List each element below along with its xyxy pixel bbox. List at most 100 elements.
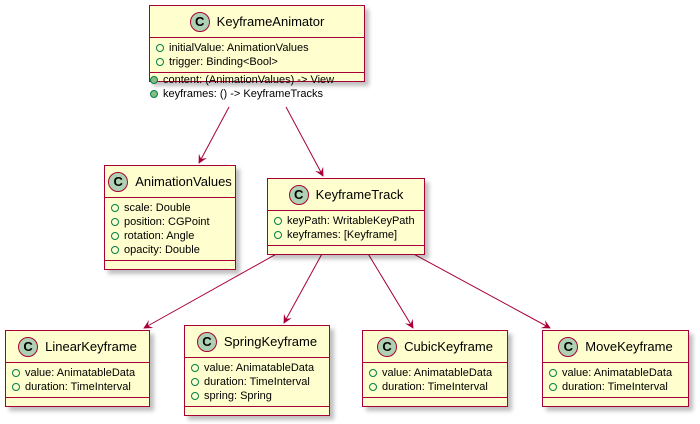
field-text: trigger: Binding<Bool>: [169, 56, 278, 68]
class-method: content: (AnimationValues) -> View: [150, 73, 364, 87]
class-field: value: AnimatableData: [369, 366, 501, 380]
class-name: MoveKeyframe: [585, 339, 673, 354]
class-header: C SpringKeyframe: [185, 326, 329, 358]
class-field: value: AnimatableData: [12, 366, 143, 380]
field-text: duration: TimeInterval: [562, 381, 668, 393]
field-text: opacity: Double: [124, 244, 200, 256]
methods-section: [363, 398, 507, 406]
class-method: keyframes: () -> KeyframeTracks: [150, 87, 364, 101]
methods-section: [543, 398, 688, 406]
class-header: C MoveKeyframe: [543, 331, 688, 363]
class-field: duration: TimeInterval: [549, 380, 682, 394]
methods-section: [268, 246, 424, 254]
field-text: position: CGPoint: [124, 216, 210, 228]
class-field: duration: TimeInterval: [369, 380, 501, 394]
class-field: duration: TimeInterval: [12, 380, 143, 394]
public-field-icon: [369, 383, 377, 391]
class-name: KeyframeTrack: [315, 187, 404, 202]
class-stereotype-icon: C: [189, 11, 210, 32]
class-stereotype-icon: C: [558, 336, 579, 357]
field-text: keyframes: [Keyframe]: [287, 229, 398, 241]
class-field: position: CGPoint: [111, 215, 229, 229]
class-field: keyPath: WritableKeyPath: [274, 214, 418, 228]
class-header: C CubicKeyframe: [363, 331, 507, 363]
public-field-icon: [156, 58, 164, 66]
field-text: duration: TimeInterval: [382, 381, 488, 393]
public-field-icon: [191, 392, 199, 400]
field-text: initialValue: AnimationValues: [169, 42, 309, 54]
class-keyframe-animator[interactable]: C KeyframeAnimator initialValue: Animation…: [149, 5, 365, 100]
class-name: KeyframeAnimator: [216, 14, 325, 29]
fields-section: keyPath: WritableKeyPath keyframes: [Keyf…: [268, 211, 424, 246]
class-field: rotation: Angle: [111, 229, 229, 243]
class-field: value: AnimatableData: [191, 361, 323, 375]
class-stereotype-icon: C: [196, 331, 217, 352]
fields-section: initialValue: AnimationValues trigger: Bi…: [150, 38, 364, 73]
class-header: C AnimationValues: [105, 166, 235, 198]
class-move-keyframe[interactable]: C MoveKeyframe value: AnimatableData durati…: [542, 330, 689, 407]
class-field: value: AnimatableData: [549, 366, 682, 380]
relation-arrow-keyframe-animator-to-keyframe-track: [285, 106, 324, 177]
class-name: SpringKeyframe: [223, 334, 318, 349]
relation-arrow-keyframe-animator-to-animation-values: [198, 106, 230, 164]
method-text: keyframes: () -> KeyframeTracks: [163, 88, 324, 100]
field-text: value: AnimatableData: [25, 367, 136, 379]
public-field-icon: [111, 218, 119, 226]
field-text: duration: TimeInterval: [204, 376, 310, 388]
public-field-icon: [549, 383, 557, 391]
class-stereotype-icon: C: [288, 184, 309, 205]
class-name: CubicKeyframe: [404, 339, 493, 354]
public-method-icon: [150, 90, 158, 98]
public-field-icon: [191, 364, 199, 372]
public-field-icon: [191, 378, 199, 386]
class-animation-values[interactable]: C AnimationValues scale: Double position: C…: [104, 165, 236, 270]
class-stereotype-icon: C: [377, 336, 398, 357]
class-field: trigger: Binding<Bool>: [156, 55, 358, 69]
public-field-icon: [111, 232, 119, 240]
relation-arrow-keyframe-track-to-linear-keyframe: [143, 251, 281, 329]
public-field-icon: [12, 369, 20, 377]
class-cubic-keyframe[interactable]: C CubicKeyframe value: AnimatableData durat…: [362, 330, 508, 407]
class-spring-keyframe[interactable]: C SpringKeyframe value: AnimatableData dura…: [184, 325, 330, 416]
relation-arrow-keyframe-track-to-spring-keyframe: [283, 251, 324, 324]
field-text: rotation: Angle: [124, 230, 195, 242]
fields-section: value: AnimatableData duration: TimeInter…: [6, 363, 149, 398]
field-text: value: AnimatableData: [382, 367, 493, 379]
field-text: scale: Double: [124, 202, 191, 214]
field-text: value: AnimatableData: [562, 367, 673, 379]
public-field-icon: [274, 231, 282, 239]
class-field: keyframes: [Keyframe]: [274, 228, 418, 242]
field-text: value: AnimatableData: [204, 362, 315, 374]
class-name: LinearKeyframe: [45, 339, 137, 354]
public-field-icon: [549, 369, 557, 377]
class-field: scale: Double: [111, 201, 229, 215]
class-name: AnimationValues: [135, 174, 232, 189]
public-method-icon: [150, 76, 158, 84]
methods-section: [6, 398, 149, 406]
public-field-icon: [111, 246, 119, 254]
methods-section: [185, 407, 329, 415]
public-field-icon: [111, 204, 119, 212]
field-text: duration: TimeInterval: [25, 381, 131, 393]
field-text: spring: Spring: [204, 390, 272, 402]
methods-section: [105, 261, 235, 269]
class-field: initialValue: AnimationValues: [156, 41, 358, 55]
public-field-icon: [12, 383, 20, 391]
class-field: duration: TimeInterval: [191, 375, 323, 389]
class-field: spring: Spring: [191, 389, 323, 403]
class-header: C KeyframeAnimator: [150, 6, 364, 38]
public-field-icon: [369, 369, 377, 377]
fields-section: value: AnimatableData duration: TimeInter…: [185, 358, 329, 407]
field-text: keyPath: WritableKeyPath: [287, 215, 415, 227]
fields-section: value: AnimatableData duration: TimeInter…: [543, 363, 688, 398]
public-field-icon: [274, 217, 282, 225]
fields-section: value: AnimatableData duration: TimeInter…: [363, 363, 507, 398]
class-stereotype-icon: C: [108, 171, 129, 192]
relation-arrow-keyframe-track-to-cubic-keyframe: [366, 251, 414, 329]
relation-arrow-keyframe-track-to-move-keyframe: [409, 251, 551, 329]
